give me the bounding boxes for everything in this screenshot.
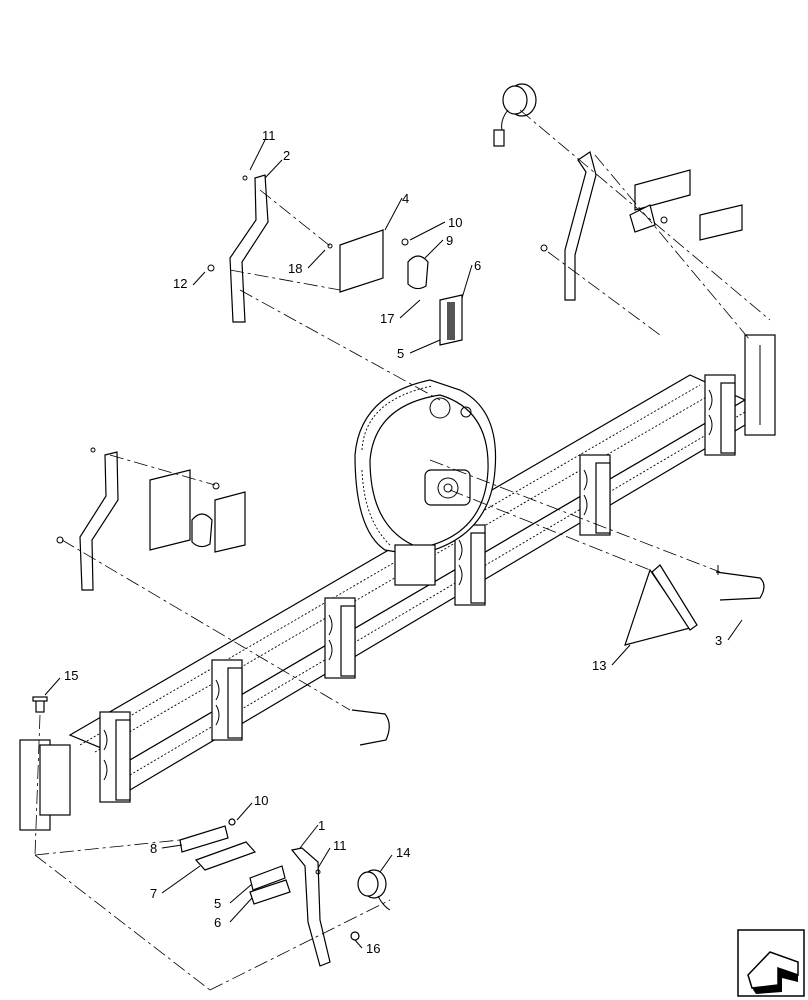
previous-page-arrow-icon[interactable]	[737, 929, 805, 997]
callout-7: 7	[150, 886, 157, 901]
bottom-bracket-assembly	[179, 818, 391, 967]
callout-10-top: 10	[448, 215, 462, 230]
beam-brackets	[19, 334, 776, 831]
triangular-shield-part-13	[624, 564, 698, 646]
callout-6-top: 6	[474, 258, 481, 273]
u-bolt-part-3	[715, 565, 765, 601]
callout-5-top: 5	[397, 346, 404, 361]
bolt-part-15	[32, 696, 48, 713]
callout-leaders	[44, 139, 743, 949]
callout-11-top: 11	[262, 128, 276, 143]
upper-right-bracket-assembly	[493, 83, 743, 301]
callout-13: 13	[592, 658, 606, 673]
center-reel-housing	[354, 379, 497, 586]
assembly-lines	[34, 109, 771, 991]
callout-labels: 11 2 4 10 9 18 12 6 17 5 15 13 3 10 1 11…	[64, 128, 722, 956]
upper-left-bracket-assembly	[207, 174, 463, 346]
callout-3: 3	[715, 633, 722, 648]
callout-18: 18	[288, 261, 302, 276]
callout-10-bottom: 10	[254, 793, 268, 808]
callout-5-bottom: 5	[214, 896, 221, 911]
callout-17: 17	[380, 311, 394, 326]
callout-6-bottom: 6	[214, 915, 221, 930]
callout-12: 12	[173, 276, 187, 291]
callout-8: 8	[150, 841, 157, 856]
u-bolt-lower	[351, 709, 390, 746]
callout-1: 1	[318, 818, 325, 833]
callout-14: 14	[396, 845, 410, 860]
callout-9: 9	[446, 233, 453, 248]
callout-4: 4	[402, 191, 409, 206]
hose-reel-top	[493, 83, 537, 147]
callout-2: 2	[283, 148, 290, 163]
left-side-bracket-assembly	[56, 447, 246, 591]
callout-16: 16	[366, 941, 380, 956]
callout-11-bottom: 11	[333, 838, 347, 853]
callout-15: 15	[64, 668, 78, 683]
